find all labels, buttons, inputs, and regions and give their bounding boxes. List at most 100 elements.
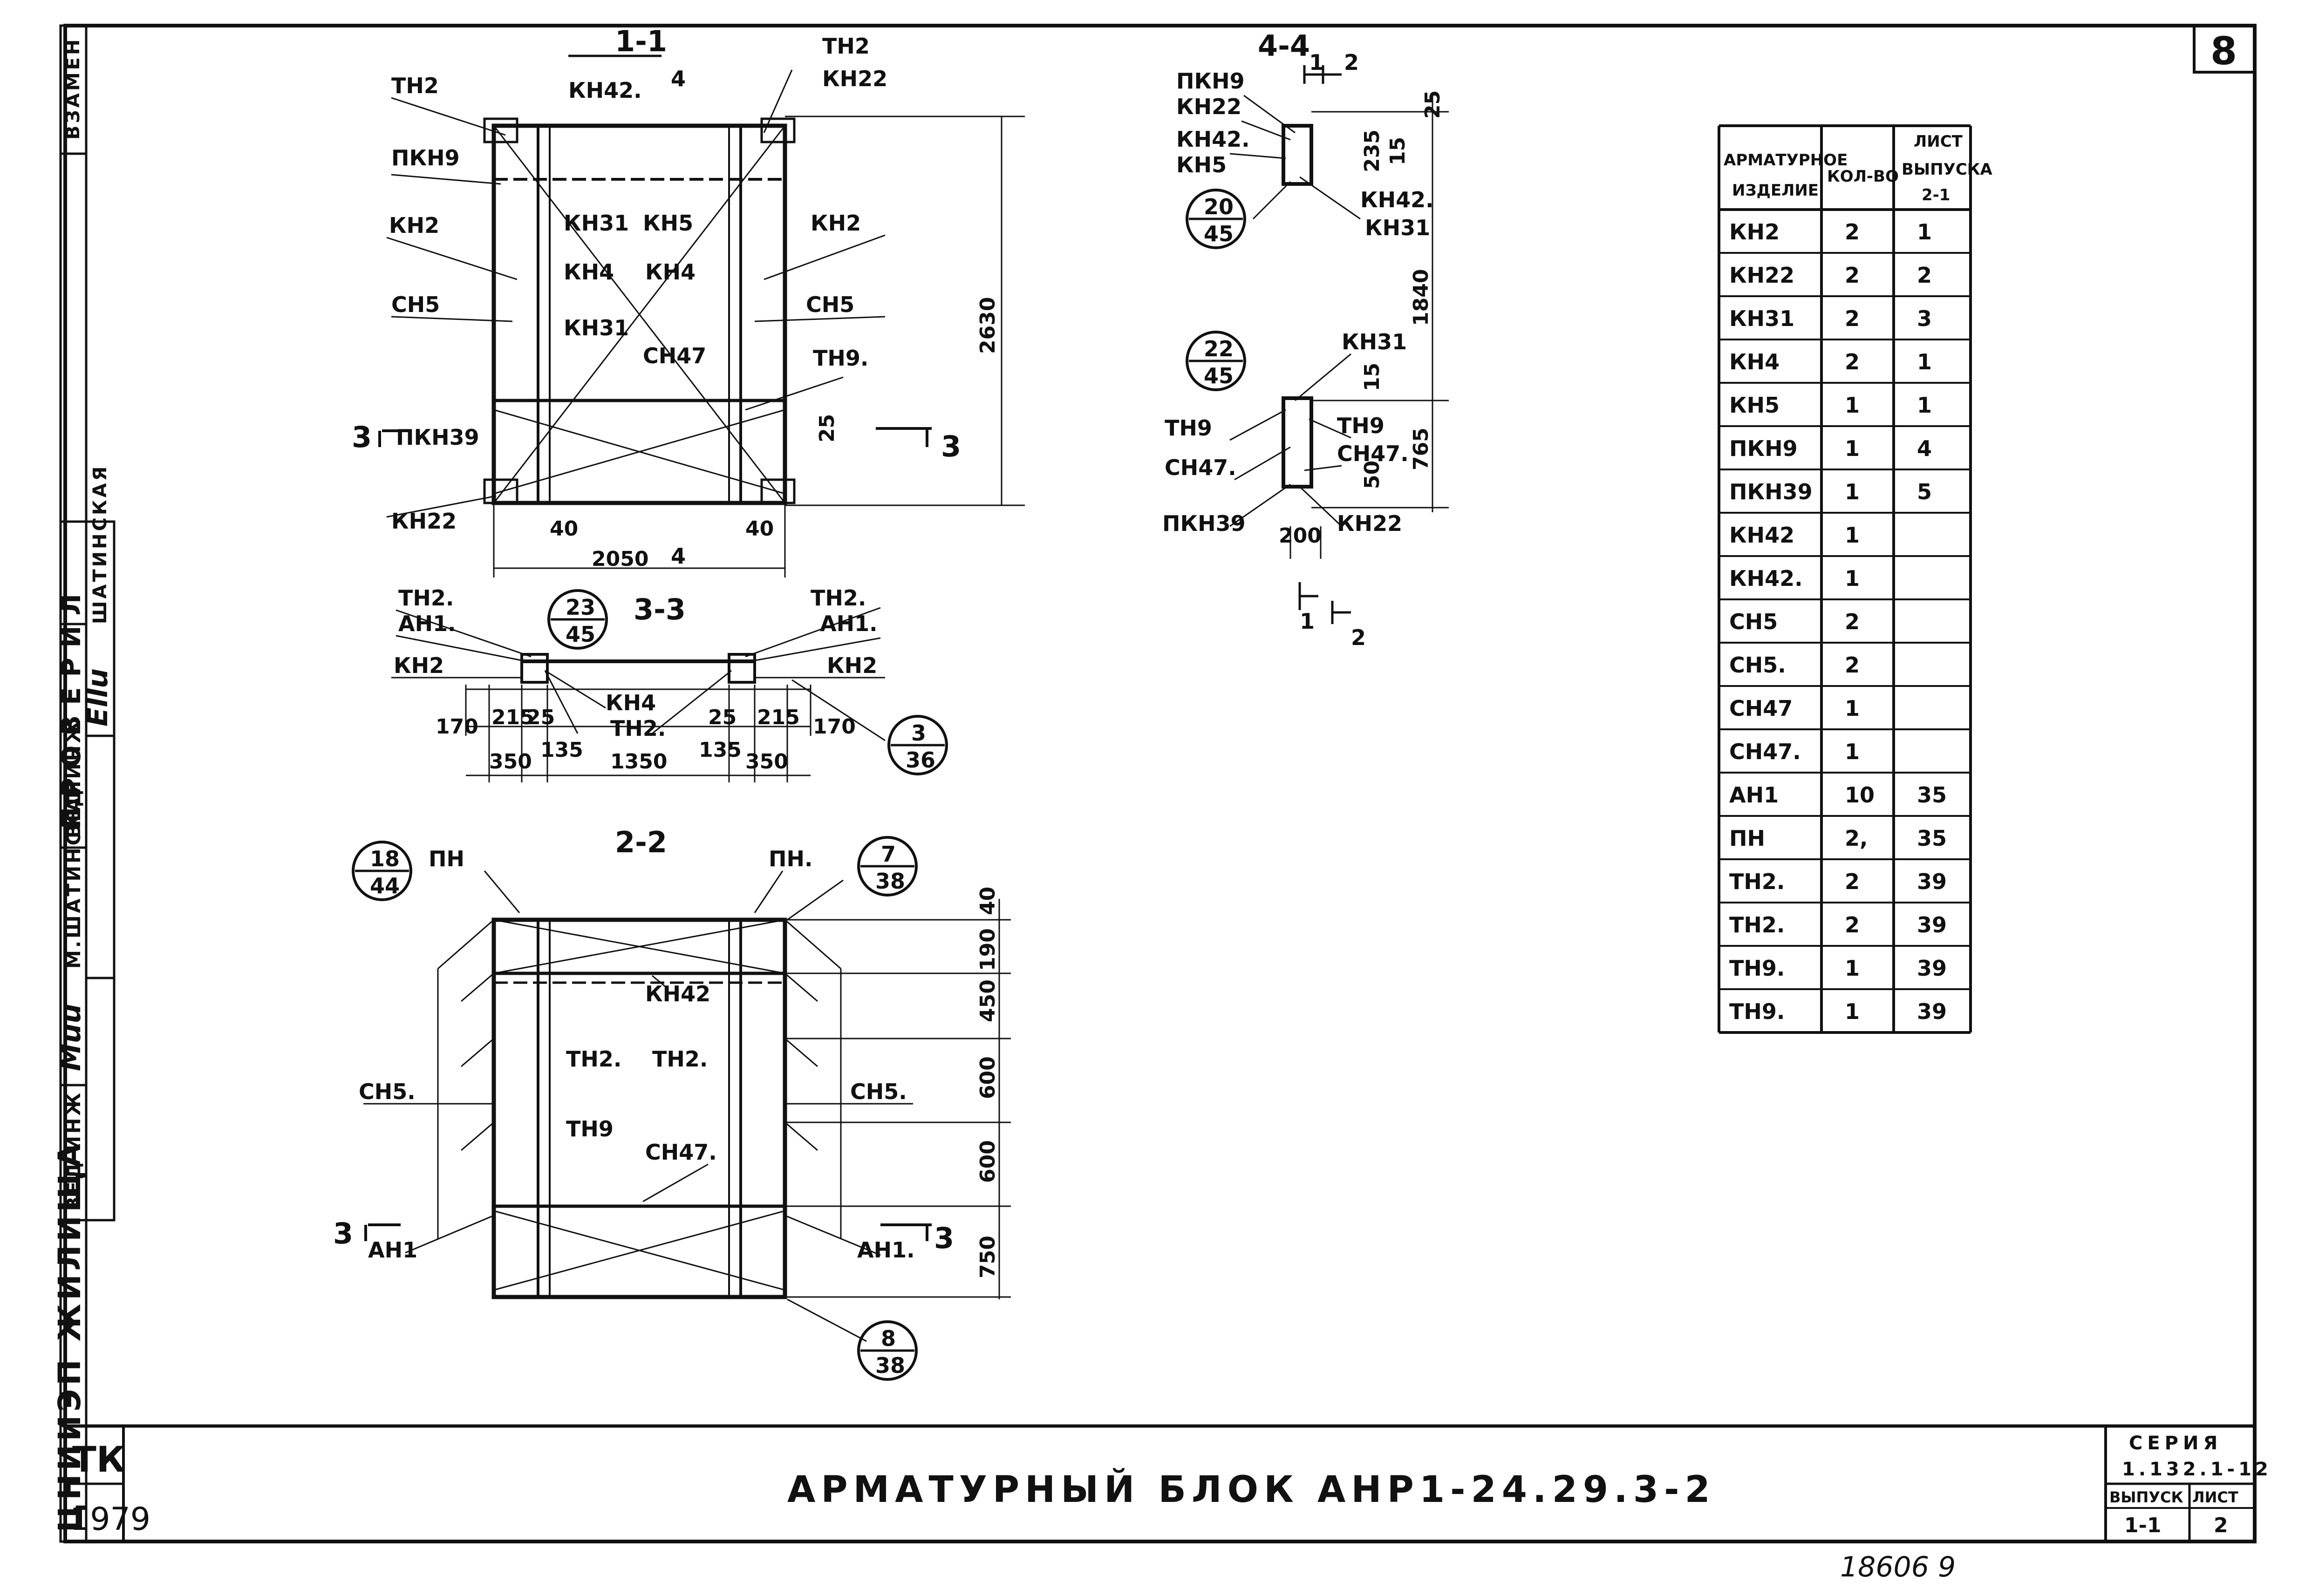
s44-callout-1: 20 45 xyxy=(1187,190,1245,248)
s11-cut-3-right: 3 xyxy=(941,429,961,463)
sheet-title: АРМАТУРНЫЙ БЛОК АНР1-24.29.3-2 xyxy=(787,1468,1716,1511)
section-3-3-title: 3-3 xyxy=(634,592,686,626)
s33-callout-2: 3 36 xyxy=(889,716,947,774)
spec-cell-sheet: 35 xyxy=(1917,826,1947,851)
s22-label: ТН2. xyxy=(652,1046,708,1072)
s11-label: СН5 xyxy=(391,292,440,317)
s33-dim: 170 xyxy=(436,715,478,739)
s22-dim: 750 xyxy=(976,1236,1000,1278)
s22-label: ПН. xyxy=(769,846,812,871)
spec-cell-qty: 2 xyxy=(1845,652,1860,678)
s11-label: КН22 xyxy=(822,66,887,91)
spec-cell-item: ТН2. xyxy=(1729,912,1785,937)
s11-dim: 40 xyxy=(745,517,774,541)
s22-callout-1-bottom: 44 xyxy=(370,873,400,898)
spec-cell-sheet: 1 xyxy=(1917,393,1932,418)
s44-dim: 15 xyxy=(1360,363,1384,391)
s44-label: ТН9 xyxy=(1165,415,1212,441)
spec-cell-sheet: 39 xyxy=(1917,956,1947,981)
spec-cell-qty: 1 xyxy=(1845,479,1860,504)
s33-label: КН2 xyxy=(394,653,444,678)
spec-cell-qty: 2 xyxy=(1845,869,1860,894)
s22-callout-2: 7 38 xyxy=(859,837,916,895)
s11-label: КН42. xyxy=(568,78,642,103)
s22-dim: 600 xyxy=(976,1056,1000,1099)
s22-callout-2-top: 7 xyxy=(881,842,896,867)
s44-label: ПКН39 xyxy=(1162,511,1246,536)
sheet-value: 2 xyxy=(2214,1514,2228,1537)
s22-label: ТН2. xyxy=(566,1046,621,1072)
section-4-4-title: 4-4 xyxy=(1258,29,1310,63)
s11-label: КН31 xyxy=(564,211,629,236)
s33-dim: 350 xyxy=(489,750,532,774)
section-1-1-cut: 4 xyxy=(671,66,686,91)
spec-cell-item: СН47. xyxy=(1729,739,1801,764)
s33-callout-1-top: 23 xyxy=(566,595,595,620)
s44-callout-2-top: 22 xyxy=(1204,336,1234,361)
spec-cell-item: ТН9. xyxy=(1729,999,1785,1024)
s22-label: АН1 xyxy=(368,1237,417,1263)
spec-cell-item: ПКН39 xyxy=(1729,479,1813,504)
s33-callout-2-top: 3 xyxy=(911,720,926,746)
s11-label: КН4 xyxy=(645,259,696,285)
s44-cut-1-bottom: 1 xyxy=(1300,609,1315,634)
s22-callout-1: 18 44 xyxy=(353,842,411,900)
s22-label: ПН xyxy=(429,846,464,871)
s11-label: ПКН9 xyxy=(391,145,460,170)
sidebar-name-1: ШАТИНСКАЯ xyxy=(89,464,111,624)
s22-dim: 600 xyxy=(976,1140,1000,1183)
spec-cell-qty: 1 xyxy=(1845,739,1860,764)
s33-dim: 215 xyxy=(757,706,800,729)
s33-label: КН2 xyxy=(827,653,877,678)
series-label: СЕРИЯ xyxy=(2129,1433,2222,1454)
spec-cell-qty: 1 xyxy=(1845,436,1860,461)
spec-cell-item: ПКН9 xyxy=(1729,436,1798,461)
s44-label: КН5 xyxy=(1176,152,1227,177)
spec-cell-qty: 2 xyxy=(1845,912,1860,937)
s33-dim: 1350 xyxy=(610,750,667,774)
s33-label: КН4 xyxy=(606,690,656,715)
spec-cell-item: КН4 xyxy=(1729,349,1780,374)
spec-cell-item: СН5 xyxy=(1729,609,1778,634)
section-1-1-drawing xyxy=(378,54,1025,577)
spec-cell-sheet: 5 xyxy=(1917,479,1932,504)
s33-label: АН1. xyxy=(820,611,878,636)
s22-callout-3-bottom: 38 xyxy=(875,1353,905,1378)
spec-header-item-2: ИЗДЕЛИЕ xyxy=(1732,181,1819,200)
s44-callout-2-bottom: 45 xyxy=(1204,363,1234,388)
org-code: ТК xyxy=(72,1439,125,1480)
s33-dim: 215 xyxy=(491,706,534,729)
spec-cell-sheet: 1 xyxy=(1917,219,1932,244)
s44-label: КН22 xyxy=(1176,94,1241,119)
section-1-1-leaders xyxy=(386,69,886,518)
s22-callout-1-top: 18 xyxy=(370,846,400,871)
spec-cell-qty: 10 xyxy=(1845,782,1875,808)
s22-callout-3-top: 8 xyxy=(881,1326,896,1351)
s11-label: ПКН39 xyxy=(396,425,479,450)
s11-label: КН5 xyxy=(643,211,693,236)
section-3-3-drawing xyxy=(465,653,812,782)
s22-dim: 190 xyxy=(976,928,1000,971)
spec-cell-qty: 1 xyxy=(1845,696,1860,721)
spec-cell-qty: 2, xyxy=(1845,826,1868,851)
s11-dim: 2630 xyxy=(976,297,1000,354)
spec-cell-sheet: 3 xyxy=(1917,306,1932,331)
sheet-label: ЛИСТ xyxy=(2192,1488,2238,1506)
s33-label: ТН2. xyxy=(811,585,866,611)
s44-dim: 25 xyxy=(1421,90,1445,119)
s44-cut-1: 1 xyxy=(1309,50,1324,75)
spec-cell-item: КН42. xyxy=(1729,566,1803,591)
issue-label: ВЫПУСК xyxy=(2109,1488,2183,1506)
spec-cell-qty: 1 xyxy=(1845,956,1860,981)
s33-callout-1: 23 45 xyxy=(549,591,607,648)
s44-dim: 15 xyxy=(1386,137,1410,165)
s11-dim: 40 xyxy=(550,517,578,541)
s11-label: КН31 xyxy=(564,315,629,340)
s22-dim: 450 xyxy=(976,979,1000,1022)
s11-label: КН22 xyxy=(391,509,457,534)
s22-cut-3-left: 3 xyxy=(333,1216,353,1250)
spec-cell-item: ТН2. xyxy=(1729,869,1785,894)
s11-label: КН2 xyxy=(811,211,861,236)
spec-cell-item: СН47 xyxy=(1729,696,1793,721)
